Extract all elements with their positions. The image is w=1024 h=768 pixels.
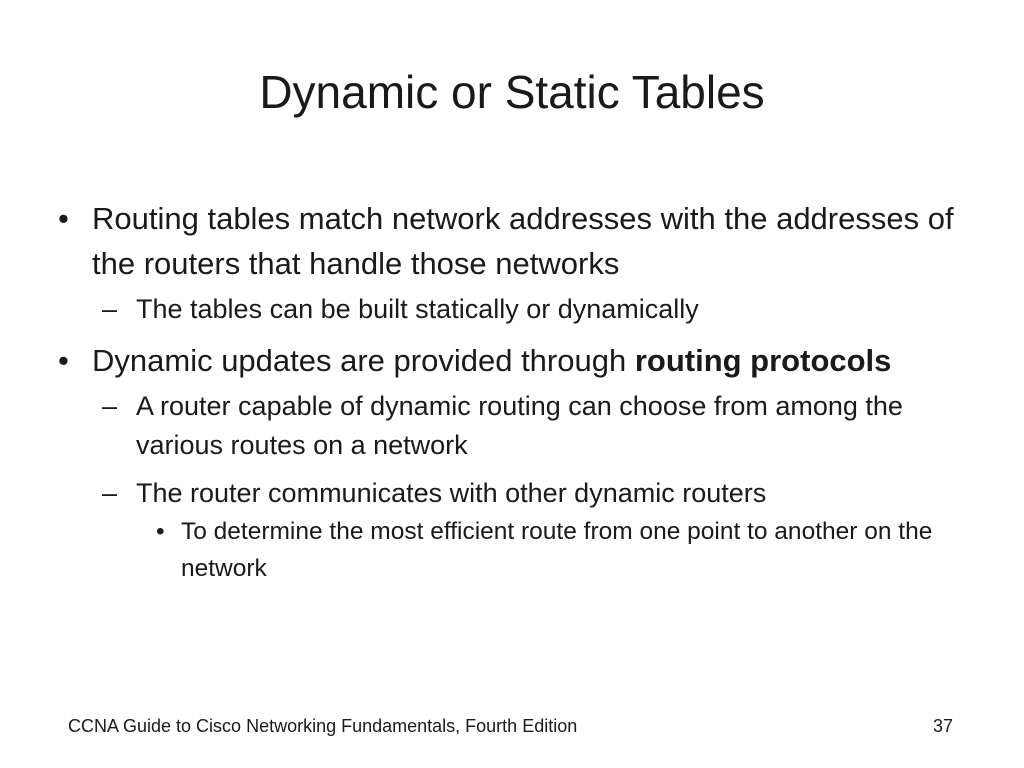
bullet-text: Dynamic updates are provided through	[92, 343, 635, 378]
bullet-marker: •	[58, 201, 69, 236]
sub-bullet-text: The router communicates with other dynam…	[136, 478, 767, 508]
dash-marker: –	[102, 391, 118, 421]
bullet-text: Routing tables match network addresses w…	[92, 201, 954, 281]
sub-bullet-text: The tables can be built statically or dy…	[136, 294, 699, 324]
sub-sub-bullet-text: To determine the most efficient route fr…	[181, 518, 933, 582]
sub-bullet-built-statically: – The tables can be built statically or …	[56, 290, 976, 329]
bullet-dynamic-updates: • Dynamic updates are provided through r…	[56, 338, 976, 383]
bullet-routing-tables: • Routing tables match network addresses…	[56, 196, 976, 286]
page-number: 37	[932, 716, 953, 736]
bullet-bold-term: routing protocols	[634, 343, 892, 378]
footer-title: CCNA Guide to Cisco Networking Fundament…	[68, 716, 578, 736]
slide-title: Dynamic or Static Tables	[259, 66, 765, 118]
bullet-marker: •	[58, 343, 69, 378]
slide-content: • Routing tables match network addresses…	[56, 196, 976, 587]
dash-marker: –	[102, 478, 118, 508]
sub-sub-bullet-efficient-route: • To determine the most efficient route …	[56, 513, 976, 587]
dash-marker: –	[102, 294, 118, 324]
sub-bullet-text: A router capable of dynamic routing can …	[136, 391, 903, 460]
bullet-marker: •	[156, 518, 165, 545]
sub-bullet-communicates: – The router communicates with other dyn…	[56, 474, 976, 513]
sub-bullet-choose-routes: – A router capable of dynamic routing ca…	[56, 387, 976, 465]
